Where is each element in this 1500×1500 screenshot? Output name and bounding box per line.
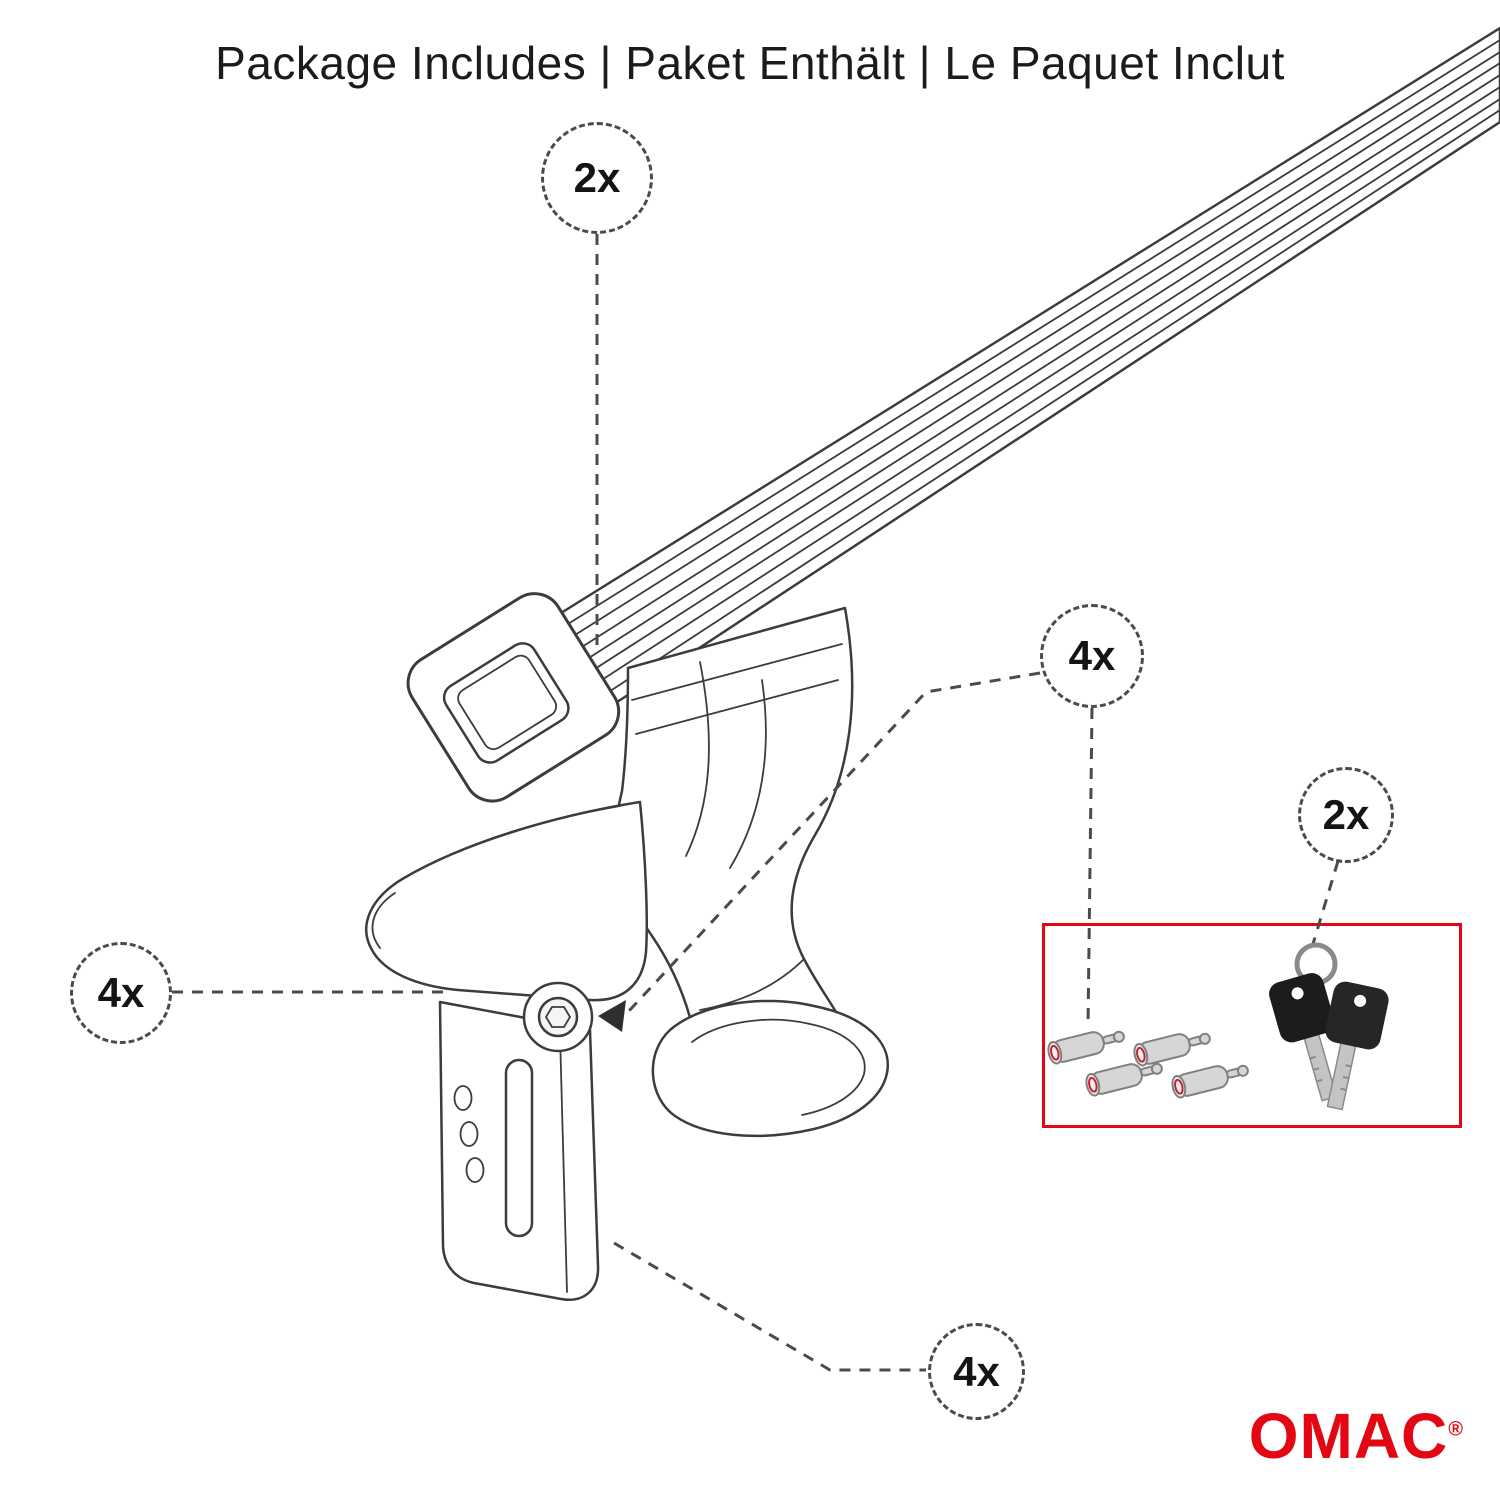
leader-keys: [1311, 860, 1340, 945]
logo-text: OMAC: [1248, 1400, 1449, 1472]
base-pad-drawing: [651, 999, 890, 1138]
callout-clamp-label: 4x: [953, 1347, 1000, 1395]
crossbar-drawing: [551, 26, 1500, 710]
pointer-arrow-icon: [598, 1000, 626, 1032]
callout-locks-label: 4x: [1068, 632, 1116, 679]
callout-clamp-qty: 4x: [928, 1323, 1025, 1420]
page-title: Package Includes | Paket Enthält | Le Pa…: [215, 37, 1285, 89]
callout-foot-label: 4x: [97, 969, 145, 1016]
clamp-plate-drawing: [438, 1000, 600, 1301]
lock-cylinders-image: [1047, 1030, 1249, 1099]
callout-keys-qty: 2x: [1298, 767, 1394, 863]
callout-crossbar-qty: 2x: [541, 122, 653, 234]
registered-mark-icon: ®: [1448, 1418, 1464, 1441]
leader-clamp: [613, 1241, 926, 1372]
leader-locks-to-box: [1086, 707, 1094, 1027]
callout-crossbar-label: 2x: [573, 154, 621, 201]
leader-lines: [172, 234, 1340, 1372]
leader-locks-to-foot: [626, 671, 1041, 1014]
callout-locks-qty: 4x: [1040, 604, 1144, 708]
callout-foot-qty: 4x: [70, 942, 172, 1044]
omac-logo: OMAC®: [1249, 1404, 1464, 1468]
fixing-bolt-drawing: [522, 981, 626, 1053]
mounting-foot-drawing: [365, 606, 854, 1069]
callout-keys-label: 2x: [1322, 791, 1370, 838]
end-cap-drawing: [406, 592, 621, 803]
keys-image: [1269, 942, 1389, 1111]
parts-box: [1042, 923, 1462, 1128]
